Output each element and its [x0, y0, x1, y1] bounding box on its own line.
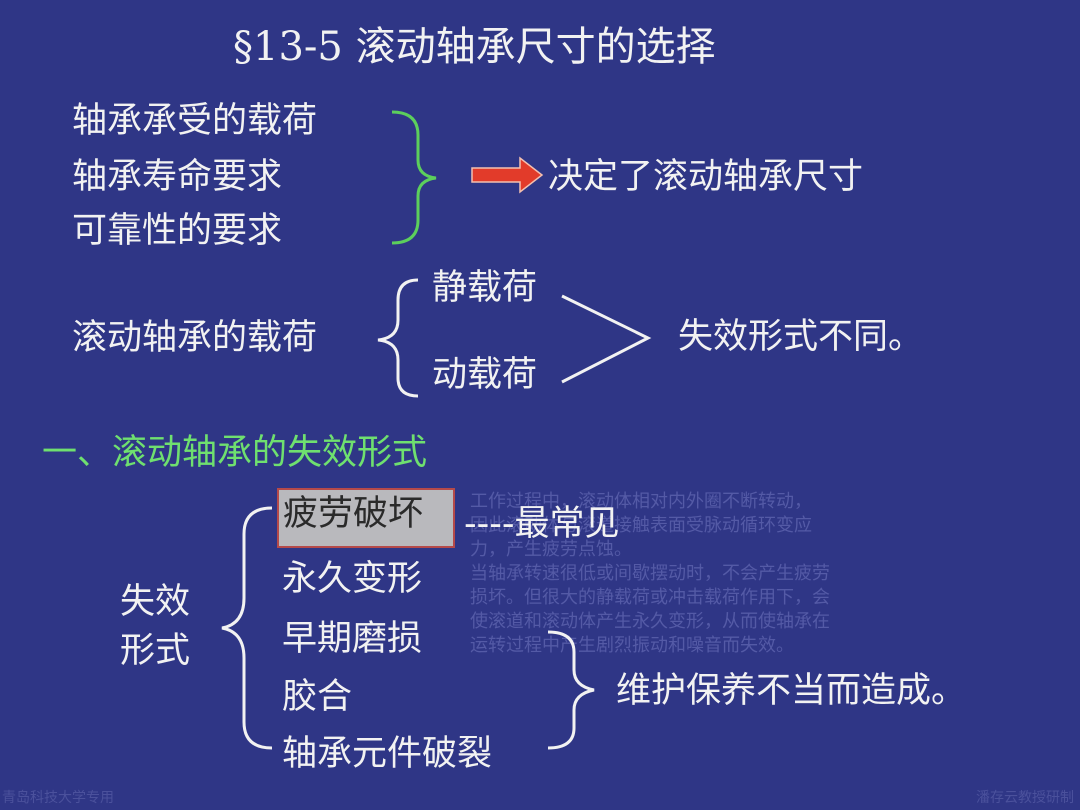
faint-note-line: 当轴承转速很低或间歇摆动时，不会产生疲劳: [470, 563, 830, 584]
slide-title: §13-5 滚动轴承尺寸的选择: [233, 24, 716, 70]
factor-item-load: 轴承承受的载荷: [72, 101, 318, 141]
factor-item-life: 轴承寿命要求: [72, 157, 283, 197]
failure-group-label-line2: 形式: [120, 631, 191, 671]
load-dynamic: 动载荷: [432, 355, 538, 395]
factors-brace: [391, 110, 437, 245]
loads-converge-chevron: [561, 294, 652, 384]
failure-mode-gluing: 胶合: [282, 677, 353, 717]
red-arrow-icon: [471, 156, 544, 194]
footer-right: 潘存云教授研制: [976, 790, 1074, 806]
maintenance-brace: [547, 630, 595, 750]
faint-note: 工作过程中，滚动体相对内外圈不断转动， 因此滚动体与滚道接触表面受脉动循环变应 …: [470, 490, 830, 658]
faint-note-line: 使滚道和滚动体产生永久变形，从而使轴承在: [470, 611, 830, 632]
failure-mode-early-wear: 早期磨损: [282, 619, 423, 659]
fatigue-note: ----最常见: [464, 504, 620, 544]
failure-mode-fatigue[interactable]: 疲劳破坏: [283, 494, 424, 534]
factor-result: 决定了滚动轴承尺寸: [548, 157, 864, 197]
footer-left: 青岛科技大学专用: [2, 790, 114, 806]
section-heading: 一、滚动轴承的失效形式: [42, 433, 428, 473]
load-label: 滚动轴承的载荷: [72, 318, 318, 358]
maintenance-note: 维护保养不当而造成。: [616, 671, 967, 711]
faint-note-line: 损坏。但很大的静载荷或冲击载荷作用下，会: [470, 587, 830, 608]
faint-note-line: 工作过程中，滚动体相对内外圈不断转动，: [470, 491, 812, 512]
faint-note-line: 运转过程中产生剧烈振动和噪音而失效。: [470, 635, 794, 656]
load-conclusion: 失效形式不同。: [678, 317, 924, 357]
factor-item-reliability: 可靠性的要求: [72, 211, 283, 251]
faint-note-line: 因此滚动体与滚道接触表面受脉动循环变应: [470, 515, 812, 536]
faint-note-line: 力，产生疲劳点蚀。: [470, 539, 632, 560]
failure-mode-permanent-deformation: 永久变形: [282, 559, 423, 599]
loads-brace: [377, 278, 419, 398]
load-static: 静载荷: [432, 268, 538, 308]
fatigue-highlight-box[interactable]: [277, 488, 455, 548]
failure-mode-element-fracture: 轴承元件破裂: [282, 734, 493, 774]
failure-modes-brace: [221, 506, 273, 750]
failure-group-label-line1: 失效: [120, 582, 191, 622]
